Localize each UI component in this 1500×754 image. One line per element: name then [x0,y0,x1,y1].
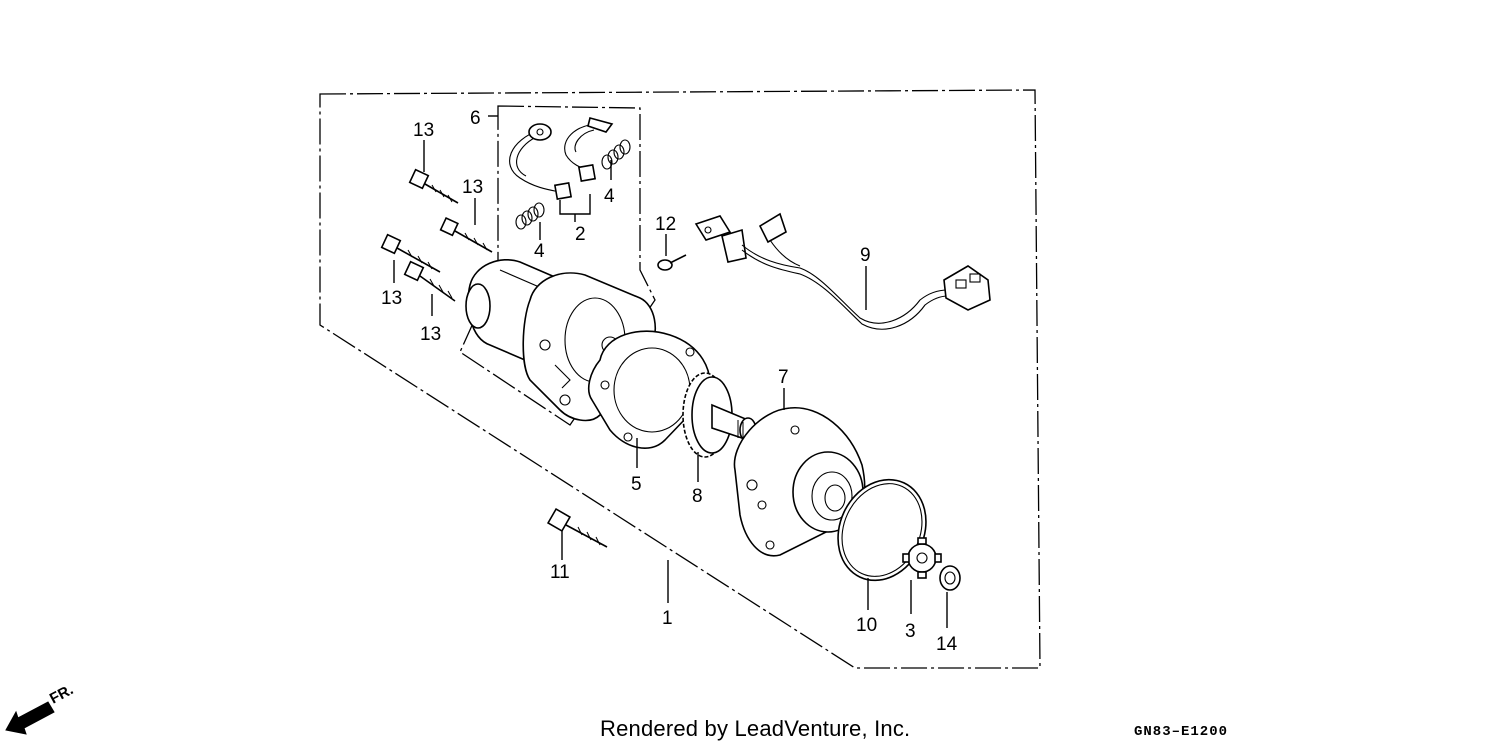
drawing-code: GN83–E1200 [1134,724,1229,740]
callout-13-left: 13 [381,288,402,309]
reduction-gear-8 [682,372,757,458]
brush-lead-left [509,123,561,193]
callout-14: 14 [936,634,958,655]
callout-3: 3 [905,621,916,642]
callout-1: 1 [662,608,673,629]
callout-4-lower: 4 [534,241,545,262]
drive-sprocket-3 [902,537,942,579]
callout-8: 8 [692,486,703,507]
assembly-frame [319,89,1041,669]
callout-13-top: 13 [413,120,434,141]
brush-spring-lower [515,202,545,230]
bolt-13-middle [439,216,493,253]
callout-11: 11 [550,562,570,583]
callout-13-middle: 13 [462,177,483,198]
bolt-11 [546,507,608,548]
washer-14-hole [944,571,956,585]
brush-lead-right [564,117,614,171]
credit-text: Rendered by LeadVenture, Inc. [600,716,911,741]
callout-13-lower: 13 [420,324,441,345]
front-label: FR. [47,681,76,707]
washer-14 [939,565,961,591]
wire-harness-9 [694,212,991,330]
callout-4-upper: 4 [604,186,615,207]
bolt-13-top [408,168,459,204]
callout-7: 7 [778,367,789,388]
brush-right [577,163,597,183]
leader-lines [393,115,948,628]
brush-left [553,181,573,201]
callout-9: 9 [860,245,871,266]
callout-10: 10 [856,615,877,636]
bolt-13-lower [403,260,456,302]
callout-6: 6 [470,108,481,129]
callout-5: 5 [631,474,642,495]
callout-12: 12 [655,214,676,235]
screw-12 [657,254,687,271]
front-direction-marker: FR. [5,681,76,735]
bolt-13-left [380,233,441,273]
brush-spring-upper [601,139,631,170]
callout-2: 2 [575,224,586,245]
front-arrow-icon [5,701,55,735]
